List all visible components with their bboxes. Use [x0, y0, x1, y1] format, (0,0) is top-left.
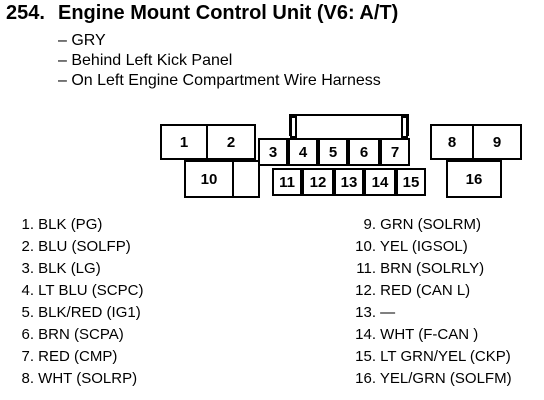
cavity-14: 14	[364, 168, 396, 196]
pin-row: 6. BRN (SCPA)	[21, 326, 124, 343]
cavity-12: 12	[302, 168, 334, 196]
section-number: 254.	[6, 2, 45, 24]
detail-harness: – On Left Engine Compartment Wire Harnes…	[58, 72, 381, 89]
cavity-3: 3	[258, 138, 288, 166]
cavity-15: 15	[396, 168, 426, 196]
cavity-4: 4	[288, 138, 318, 166]
cavity-16: 16	[446, 160, 502, 198]
pin-row: 13. —	[355, 304, 396, 321]
cavity-10: 10	[184, 160, 234, 198]
connector-lock-tab	[289, 114, 409, 136]
pin-row: 8. WHT (SOLRP)	[21, 370, 138, 387]
pin-row: 16. YEL/GRN (SOLFM)	[355, 370, 512, 387]
cavity-8: 8	[430, 124, 474, 160]
connector-diagram: 1 2 3 4 5 6 7 8 9 10 11 12 13 14 15 16	[160, 114, 522, 198]
cavity-9: 9	[472, 124, 522, 160]
pin-row: 12. RED (CAN L)	[355, 282, 471, 299]
cavity-11: 11	[272, 168, 302, 196]
pin-row: 2. BLU (SOLFP)	[21, 238, 131, 255]
cavity-7: 7	[380, 138, 410, 166]
cavity-2: 2	[206, 124, 256, 160]
lock-tab-left-post	[290, 116, 297, 138]
page-title: 254. Engine Mount Control Unit (V6: A/T)	[6, 2, 398, 25]
lock-tab-right-post	[401, 116, 408, 138]
detail-location: – Behind Left Kick Panel	[58, 52, 233, 69]
pin-row: 9. GRN (SOLRM)	[363, 216, 482, 233]
pin-row: 3. BLK (LG)	[21, 260, 101, 277]
pin-row: 11. BRN (SOLRLY)	[356, 260, 485, 277]
pin-row: 4. LT BLU (SCPC)	[21, 282, 144, 299]
pin-row: 7. RED (CMP)	[21, 348, 118, 365]
cavity-1: 1	[160, 124, 208, 160]
cavity-6: 6	[348, 138, 380, 166]
section-title: Engine Mount Control Unit (V6: A/T)	[58, 2, 399, 24]
pin-row: 5. BLK/RED (IG1)	[21, 304, 141, 321]
pin-row: 1. BLK (PG)	[21, 216, 103, 233]
detail-color: – GRY	[58, 32, 106, 49]
cavity-5: 5	[318, 138, 348, 166]
pin-row: 15. LT GRN/YEL (CKP)	[355, 348, 511, 365]
pin-row: 10. YEL (IGSOL)	[355, 238, 468, 255]
pin-row: 14. WHT (F-CAN )	[355, 326, 479, 343]
cavity-13: 13	[334, 168, 364, 196]
connector-spacer	[234, 160, 260, 198]
